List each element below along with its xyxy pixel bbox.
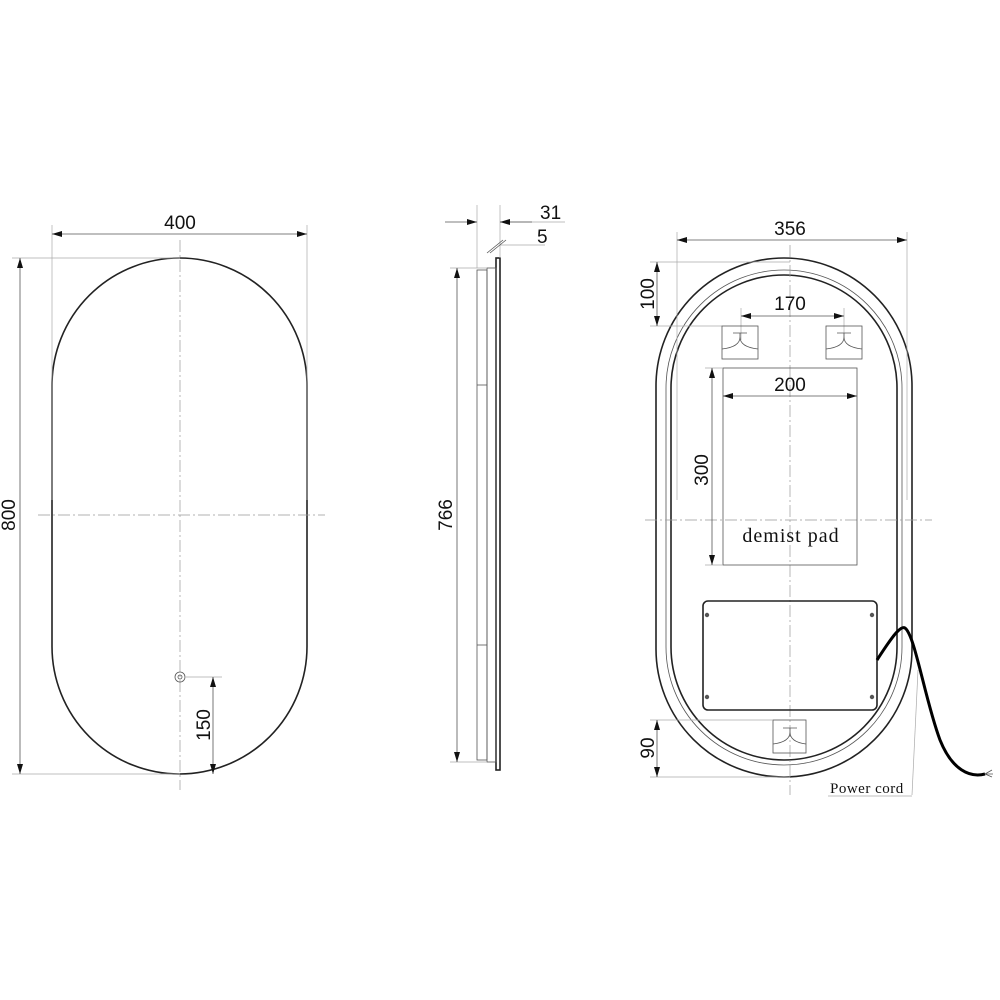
side-view: 31 5 766 (436, 203, 565, 771)
hanging-hook-icon (721, 325, 759, 360)
hanging-hook-icon (825, 325, 863, 360)
frame-side (486, 267, 497, 763)
front-view: 400 800 150 (0, 213, 325, 790)
dim-top-offset: 100 (638, 278, 659, 310)
power-cord (875, 626, 986, 777)
dim-sensor-offset: 150 (194, 709, 215, 741)
dim-frame-height: 766 (436, 499, 457, 531)
demist-pad (722, 367, 858, 566)
dim-pad-height: 300 (692, 454, 713, 486)
dim-total-depth: 31 (540, 203, 561, 224)
hanging-hook-icon (772, 719, 807, 754)
demist-pad-label: demist pad (742, 525, 839, 547)
power-cord-label: Power cord (830, 781, 904, 797)
driver-box (702, 600, 878, 711)
back-view: 356 100 170 200 300 demist pad (638, 219, 993, 797)
dim-glass-thickness: 5 (537, 227, 548, 248)
mirror-outline-front (51, 257, 308, 775)
touch-sensor-icon (174, 671, 186, 683)
dim-hook-spacing: 170 (774, 294, 806, 315)
mirror-outline-back (655, 257, 913, 778)
dim-pad-width: 200 (774, 375, 806, 396)
dim-width: 400 (164, 213, 196, 234)
frame-ring (670, 274, 898, 761)
dim-frame-width: 356 (774, 219, 806, 240)
dim-bottom-offset: 90 (638, 737, 659, 758)
dim-height: 800 (0, 499, 20, 531)
glass-panel-side (495, 257, 501, 771)
